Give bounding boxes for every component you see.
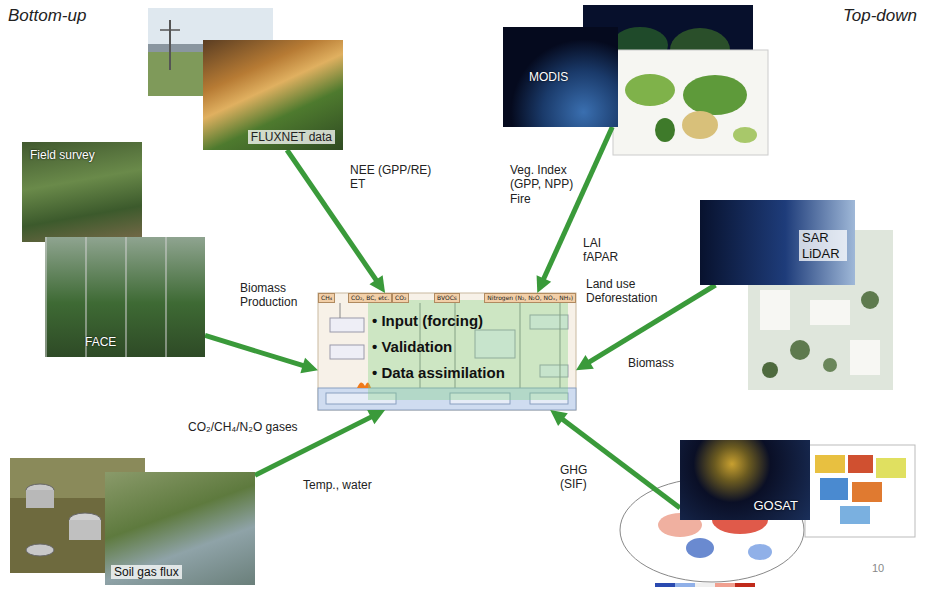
heading-right: Top-down <box>843 6 917 26</box>
photo-panel: MODIS <box>503 27 618 127</box>
arrow-label: NEE (GPP/RE) ET <box>350 163 438 192</box>
arrow-head <box>550 410 568 426</box>
flow-arrow <box>537 127 613 293</box>
arrow-head <box>576 355 594 370</box>
page-number: 10 <box>872 562 884 575</box>
bullet-item: • Data assimilation <box>372 364 505 382</box>
flux-label: CO₂ <box>395 294 406 302</box>
flux-box: CO₂, BC, etc. <box>348 293 392 303</box>
flux-label: CO₂, BC, etc. <box>351 294 389 302</box>
arrow-label: Land use Deforestation <box>586 277 671 306</box>
photo-panel: Soil gas flux <box>105 472 255 585</box>
regional-map <box>805 445 915 537</box>
flow-arrow <box>255 410 385 475</box>
arrow-head <box>537 275 552 293</box>
bullet-item: • Input (forcing) <box>372 312 483 330</box>
flux-box: BVOCs <box>434 293 460 303</box>
heading-left: Bottom-up <box>8 6 86 26</box>
world-map-vegetation <box>613 50 768 155</box>
flux-box: Nitrogen (N₂, N₂O, NOₓ, NH₃) <box>484 293 576 303</box>
arrow-head <box>367 410 385 424</box>
photo-caption: FLUXNET data <box>248 130 335 144</box>
model-schematic <box>318 293 576 410</box>
photo-panel: FLUXNET data <box>203 40 343 150</box>
photo-caption: MODIS <box>529 70 568 84</box>
arrow-label: CO₂/CH₄/N₂O gases <box>188 420 298 434</box>
photo-caption: GOSAT <box>753 498 798 514</box>
arrow-label: Biomass <box>628 356 674 370</box>
bullet-item: • Validation <box>372 338 452 356</box>
arrow-head <box>300 358 318 373</box>
flux-box: CH₄ <box>318 293 335 303</box>
flow-arrow <box>550 410 680 508</box>
photo-caption: FACE <box>85 335 116 349</box>
arrow-head <box>369 275 385 293</box>
arrow-label: LAI fAPAR <box>583 236 633 265</box>
photo-caption: Field survey <box>30 148 95 162</box>
flux-label: CH₄ <box>321 294 332 302</box>
flux-box: CO₂ <box>392 293 409 303</box>
arrow-shaft <box>560 417 680 508</box>
photo-panel: GOSAT <box>680 440 810 520</box>
photo-panel: FACE <box>45 237 205 357</box>
photo-panel: Field survey <box>22 142 142 242</box>
photo-caption: SAR LiDAR <box>799 230 847 261</box>
arrow-label: Veg. Index (GPP, NPP) Fire <box>510 163 580 206</box>
model-diagram: • Input (forcing) • Validation • Data assi… <box>318 293 576 410</box>
arrow-label: Biomass Production <box>240 281 315 310</box>
photo-caption: Soil gas flux <box>111 565 182 579</box>
photo-panel: SAR LiDAR <box>700 200 855 285</box>
flow-arrow <box>205 335 318 373</box>
arrow-label: Temp., water <box>303 478 372 492</box>
flux-label: BVOCs <box>437 294 457 302</box>
arrow-label: GHG (SIF) <box>560 463 600 492</box>
arrow-shaft <box>205 335 307 366</box>
flux-label: Nitrogen (N₂, N₂O, NOₓ, NH₃) <box>487 294 573 302</box>
